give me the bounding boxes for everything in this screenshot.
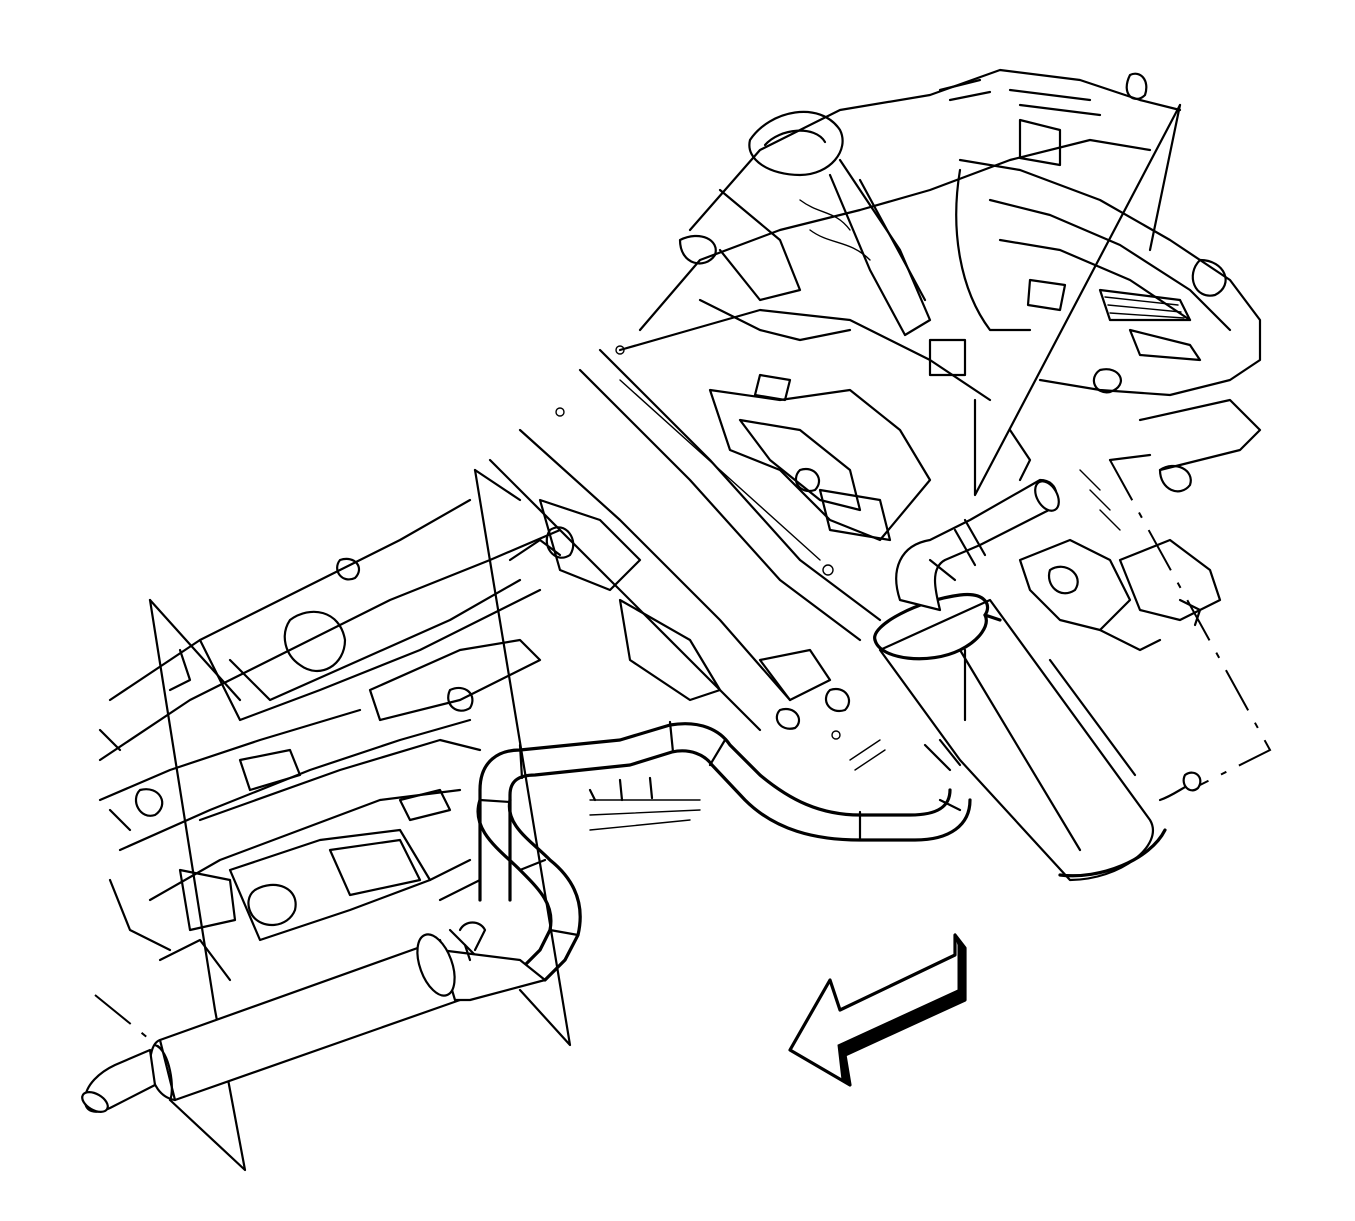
center-floor-pan	[488, 345, 932, 771]
rear-suspension-area	[618, 68, 1262, 402]
front-muffler-assembly	[873, 478, 1202, 882]
exhaust-hangers	[1008, 398, 1262, 652]
underbody-frame	[98, 68, 1262, 982]
front-floor-area	[98, 498, 701, 982]
intermediate-exhaust-pipe	[476, 720, 972, 982]
rear-muffler-tailpipe	[81, 921, 547, 1113]
front-direction-arrow-icon	[788, 933, 967, 1087]
